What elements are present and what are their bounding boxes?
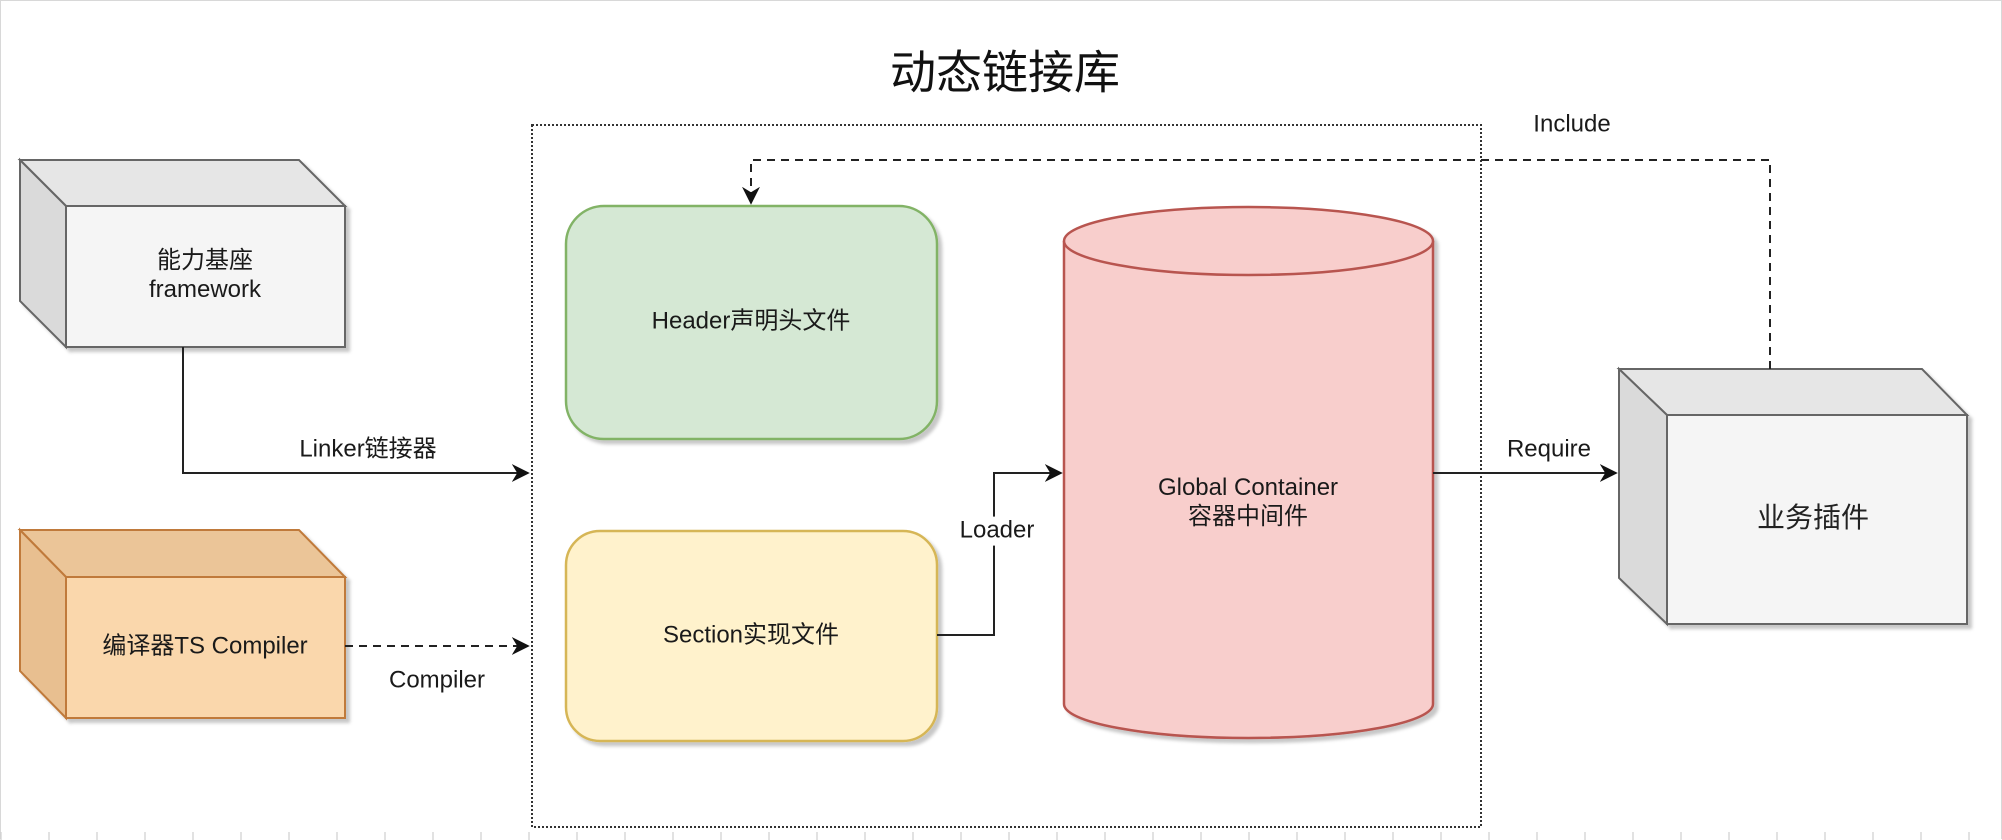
container-label: Global Container 容器中间件 — [1158, 474, 1338, 532]
header-node[interactable] — [564, 204, 939, 441]
framework-node[interactable] — [17, 157, 348, 350]
framework-label: 能力基座 framework — [149, 247, 261, 305]
plugin-box-top — [1616, 368, 1970, 416]
framework-label-line1: 能力基座 — [157, 247, 253, 275]
cylinder-body — [1062, 241, 1435, 740]
plugin-box-side — [1618, 366, 1668, 627]
loader-edge[interactable] — [937, 464, 1063, 636]
header-label: Header声明头文件 — [651, 307, 851, 335]
container-label-line1: Global Container — [1157, 474, 1339, 502]
container-label-line2: 容器中间件 — [1187, 503, 1308, 530]
compiler-box-top — [17, 529, 348, 578]
require-edge-label: Require — [1506, 435, 1592, 463]
diagram-title: 动态链接库 — [890, 46, 1120, 99]
dynamic-library-group[interactable] — [531, 124, 1482, 828]
compiler-edge-label: Compiler — [388, 666, 486, 694]
compiler-node[interactable] — [17, 527, 348, 721]
plugin-box-front — [1666, 414, 1968, 625]
plugin-label: 业务插件 — [1756, 502, 1870, 534]
linker-edge[interactable] — [182, 347, 530, 482]
cylinder-top — [1062, 205, 1435, 277]
include-edge-label: Include — [1533, 110, 1611, 138]
framework-box-top — [17, 159, 348, 207]
framework-label-line2: framework — [148, 276, 262, 303]
framework-box-front — [65, 205, 346, 348]
linker-edge-label: Linker链接器 — [299, 435, 437, 463]
loader-edge-label: Loader — [957, 516, 1037, 546]
compiler-box-front — [65, 576, 346, 719]
bottom-ruler — [0, 832, 2002, 840]
compiler-label: 编译器TS Compiler — [102, 632, 308, 660]
include-edge[interactable] — [742, 159, 1771, 369]
plugin-node[interactable] — [1616, 366, 1970, 627]
container-node[interactable] — [1062, 205, 1435, 740]
section-label: Section实现文件 — [662, 621, 840, 649]
